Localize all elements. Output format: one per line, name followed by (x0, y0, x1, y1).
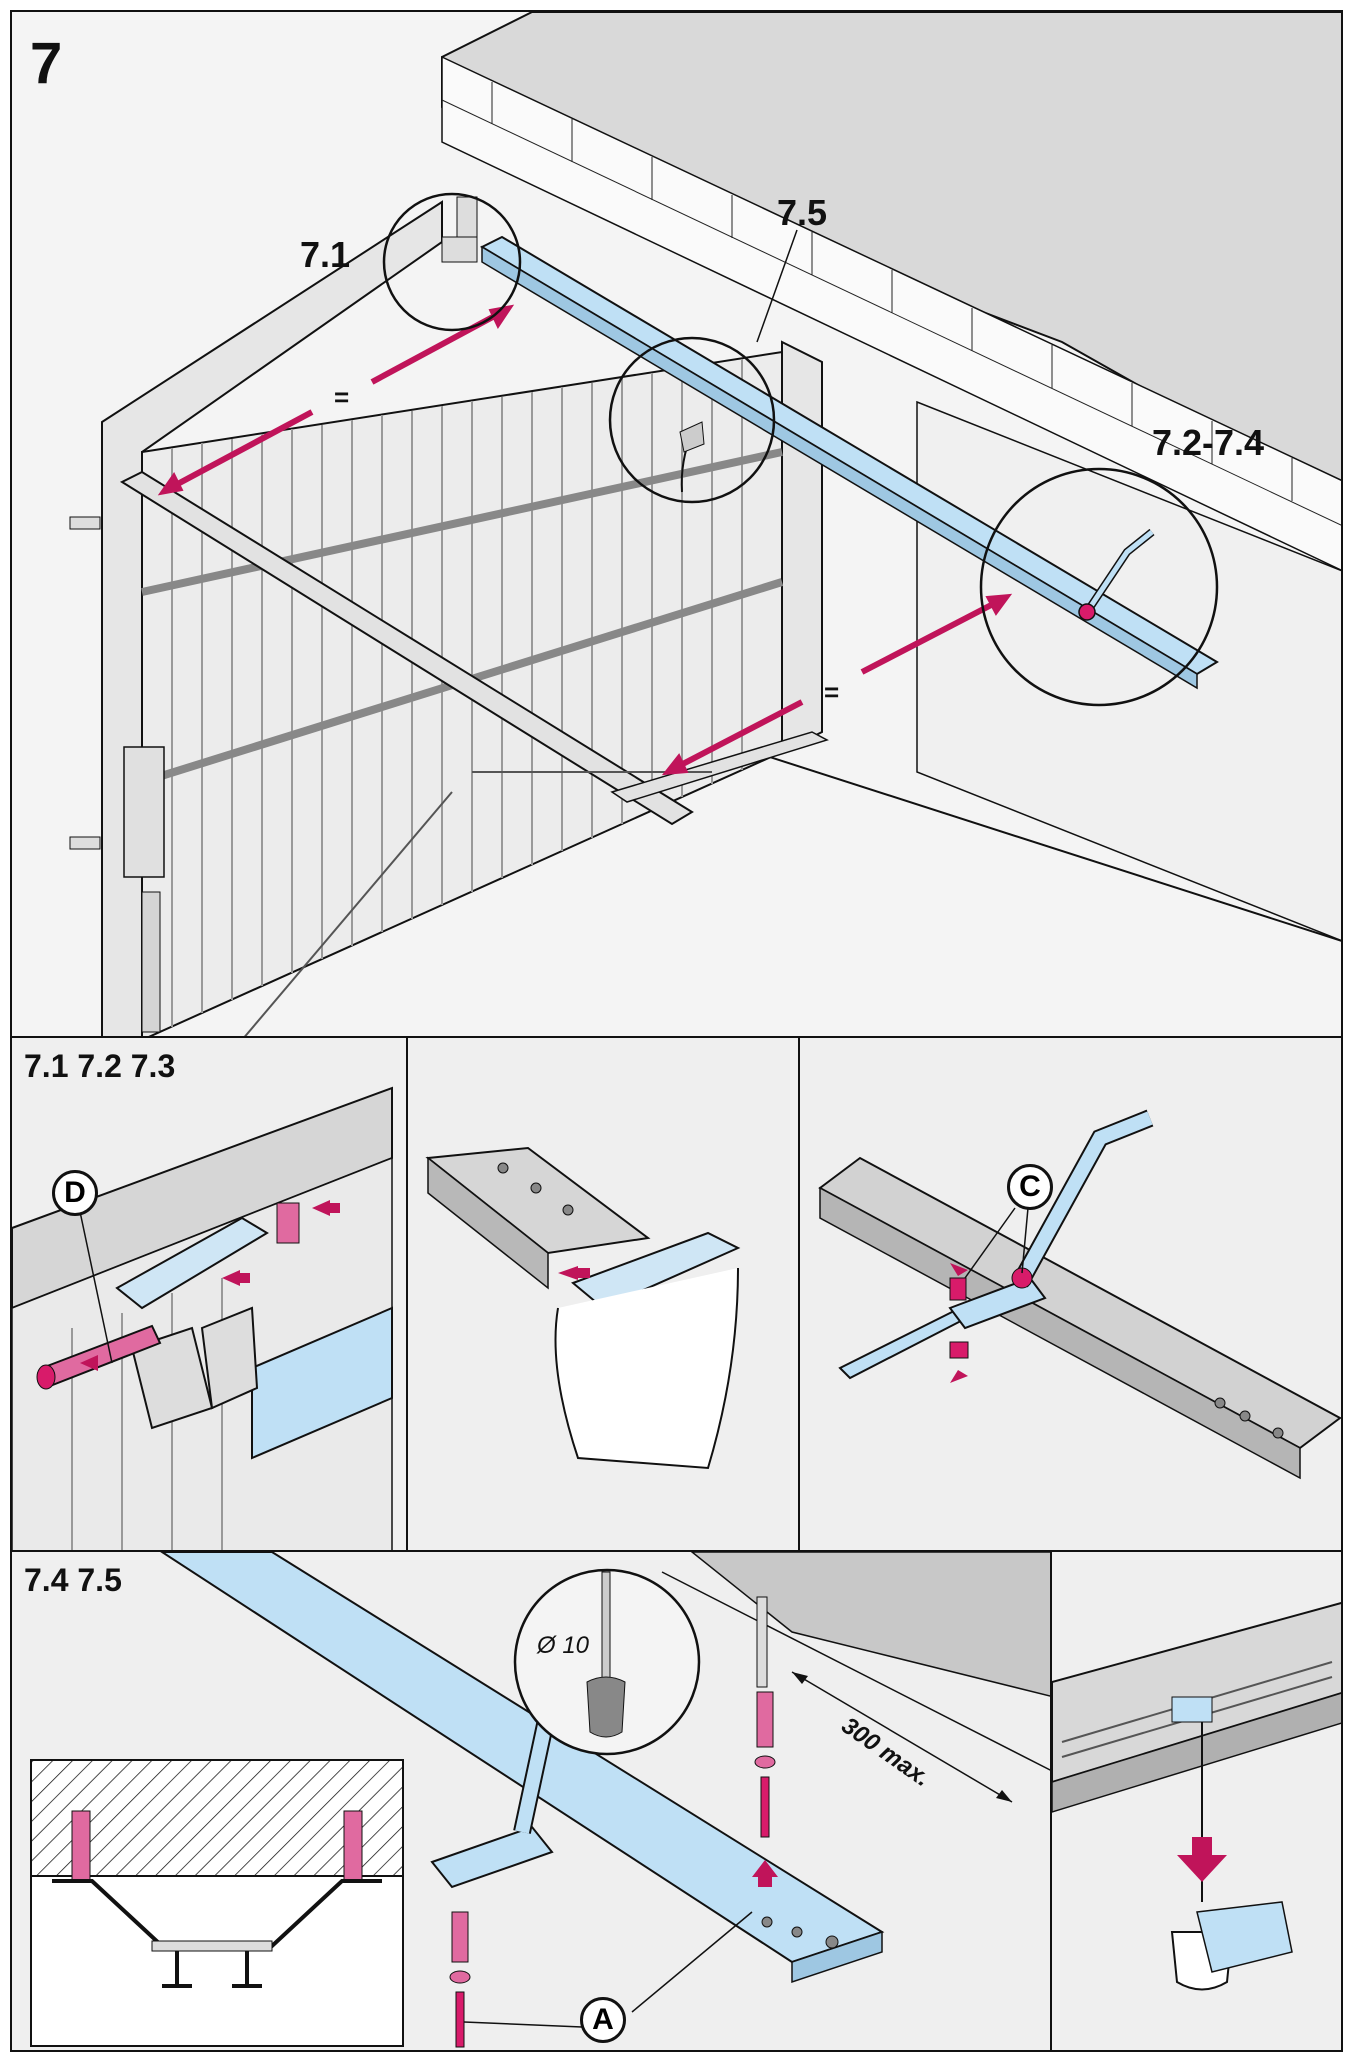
panel-title-7-1-7-2-7-3: 7.1 7.2 7.3 (24, 1048, 176, 1084)
step-number: 7 (30, 31, 63, 96)
equal-mark-lower: = (824, 677, 840, 707)
wall-bracket-drawing (818, 1109, 1341, 1480)
marker-a: A (580, 1997, 626, 2043)
equal-mark-upper: = (334, 382, 350, 412)
detail-panel-mounting: 7.4 7.5 Ø 10 300 max. A (10, 1550, 1052, 2052)
rail-cap-drawing (425, 1146, 741, 1470)
detail-panel-header-bracket: 7.1 7.2 7.3 D (10, 1036, 408, 1552)
main-illustration-panel: 7 7.1 7.5 7.2-7.4 = = (10, 10, 1343, 1038)
section-inset (30, 1759, 404, 2047)
header-bracket-drawing (12, 1086, 393, 1550)
detail-panel-release-cord (1050, 1550, 1343, 2052)
callout-label-7-1: 7.1 (300, 234, 351, 275)
section-inset-drawing (32, 1761, 402, 1988)
drill-diameter-label: Ø 10 (537, 1632, 590, 1659)
detail-panel-wall-bracket: C (798, 1036, 1343, 1552)
garage-door-overview (69, 12, 1341, 1036)
callout-label-7-5: 7.5 (777, 192, 828, 233)
marker-c: C (1007, 1164, 1053, 1210)
callout-label-7-2-7-4: 7.2-7.4 (1152, 422, 1265, 463)
mounting-drawing (160, 1552, 1050, 2048)
detail-panel-rail-cap (406, 1036, 800, 1552)
marker-d: D (52, 1170, 98, 1216)
panel-title-7-4-7-5: 7.4 7.5 (24, 1562, 122, 1598)
release-cord-drawing (1052, 1602, 1341, 1991)
